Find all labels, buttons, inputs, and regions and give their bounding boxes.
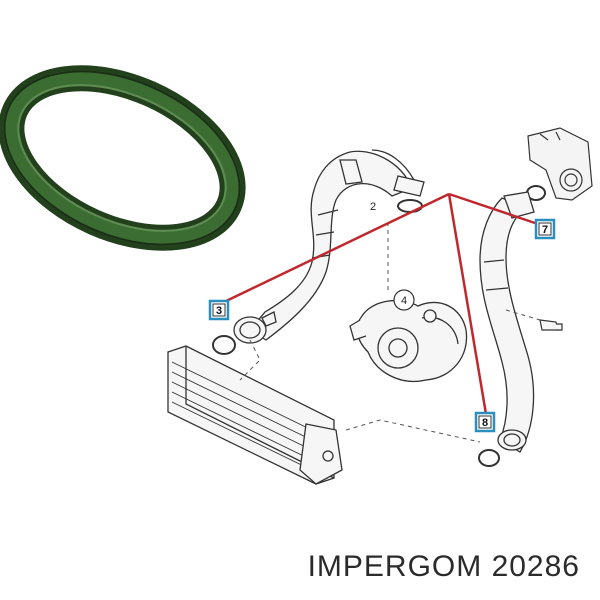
- charge-pipe-right: [479, 191, 535, 453]
- product-caption: IMPERGOM 20286: [307, 550, 580, 583]
- turbocharger: [349, 299, 468, 382]
- label-4: 4: [401, 295, 407, 307]
- callout-3-number: 3: [216, 305, 222, 317]
- intercooler: [167, 345, 343, 485]
- hose-clamp: [233, 311, 277, 344]
- label-4-circle: 4: [393, 289, 415, 311]
- label-2: 2: [370, 201, 376, 213]
- oring-8-seal: [478, 449, 500, 467]
- callout-7: 7: [534, 218, 556, 240]
- callout-8-number: 8: [482, 417, 488, 429]
- throttle-housing: [527, 127, 593, 201]
- dashed-guides: [239, 222, 541, 443]
- callout-leader-lines: [221, 192, 539, 415]
- oring-2-seal: [397, 199, 423, 213]
- pressure-sensor: [539, 319, 563, 331]
- seal-ring-photo: [0, 65, 246, 251]
- callout-8: 8: [474, 411, 496, 433]
- callout-3: 3: [208, 299, 230, 321]
- oring-3-seal: [212, 335, 236, 355]
- callout-7-number: 7: [542, 224, 548, 236]
